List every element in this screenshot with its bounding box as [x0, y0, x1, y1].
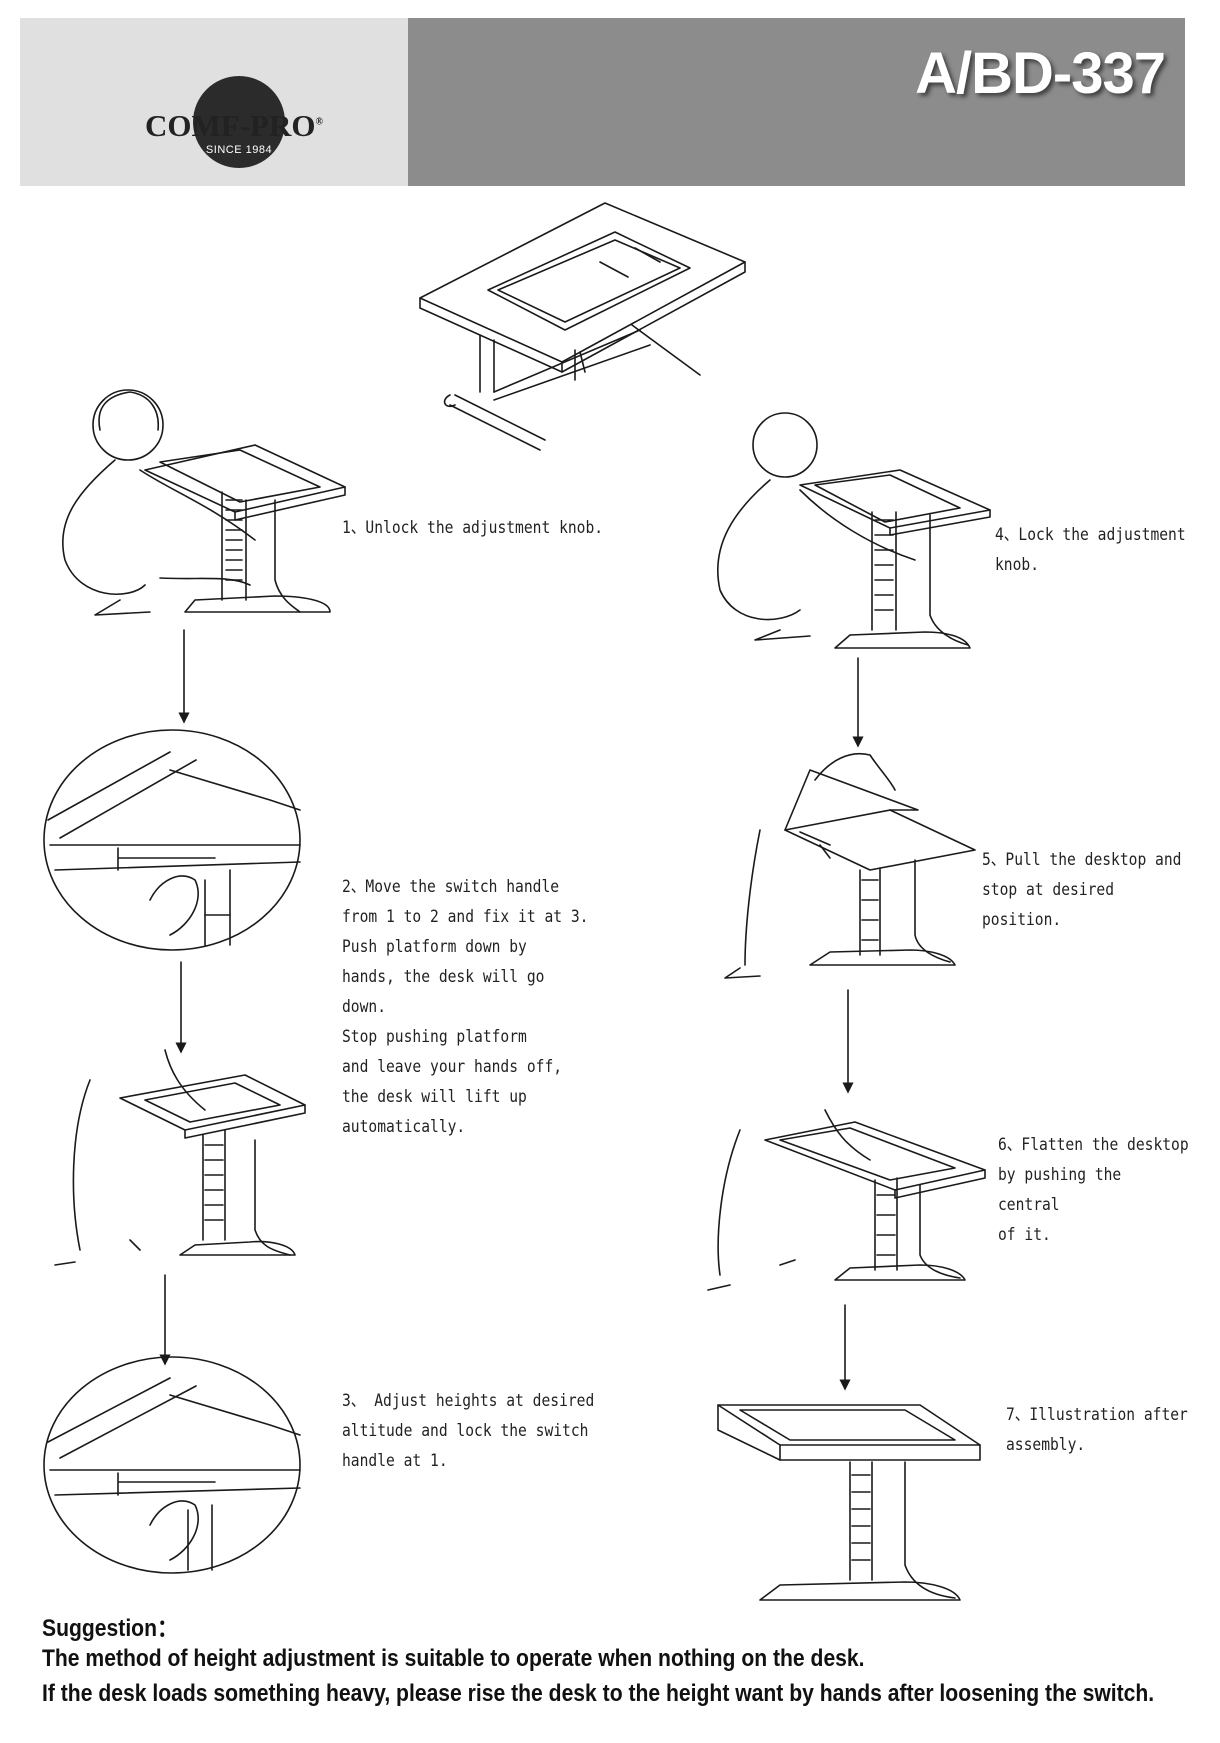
comf-pro-logo: COMF-PRO® SINCE 1984	[125, 54, 345, 174]
step-3-text: 3、 Adjust heights at desired altitude an…	[342, 1391, 595, 1471]
step2-push-drawing	[54, 1049, 306, 1266]
flow-arrows-left	[159, 629, 190, 1366]
step-4-text: 4、Lock the adjustment knob.	[995, 525, 1186, 575]
step-2-text: 2、Move the switch handle from 1 to 2 and…	[342, 877, 589, 1137]
model-code: A/BD-337	[915, 41, 1166, 106]
step-1-text: 1、Unlock the adjustment knob.	[342, 518, 604, 538]
step1-drawing	[62, 389, 346, 616]
flow-arrows-right	[839, 657, 864, 1391]
step4-drawing	[717, 412, 991, 649]
step7-drawing	[717, 1404, 981, 1601]
suggestion-title: Suggestion：	[42, 1615, 179, 1642]
suggestion-line-1: The method of height adjustment is suita…	[42, 1645, 865, 1672]
logo-since: SINCE 1984	[205, 144, 273, 156]
step-5-text: 5、Pull the desktop and stop at desired p…	[982, 850, 1182, 930]
suggestion-line-2: If the desk loads something heavy, pleas…	[42, 1680, 1155, 1707]
overview-desk-drawing	[419, 202, 746, 451]
logo-disc	[193, 76, 285, 168]
logo-brand: COMF-PRO®	[145, 108, 323, 143]
step6-drawing	[707, 1109, 986, 1291]
step5-drawing	[724, 753, 976, 979]
step-6-text: 6、Flatten the desktop by pushing the cen…	[998, 1135, 1189, 1245]
header-model-panel: A/BD-337	[408, 18, 1185, 186]
step2-detail-drawing	[43, 729, 301, 951]
header-logo-panel: COMF-PRO® SINCE 1984	[20, 18, 408, 186]
step-7-text: 7、Illustration after assembly.	[1006, 1405, 1188, 1455]
step3-detail-drawing	[43, 1356, 301, 1574]
